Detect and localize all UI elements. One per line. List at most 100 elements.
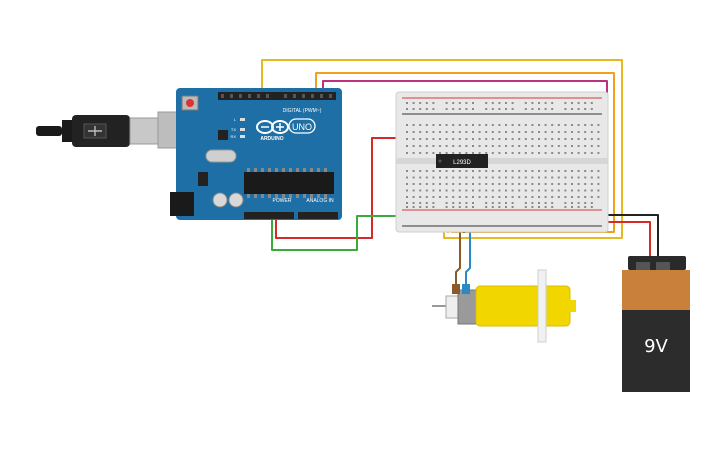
breadboard[interactable] bbox=[395, 91, 609, 233]
capacitor bbox=[228, 192, 244, 208]
breadboard-hole bbox=[485, 124, 488, 126]
breadboard-hole bbox=[544, 138, 547, 140]
breadboard-hole bbox=[571, 131, 573, 133]
breadboard-hole bbox=[465, 108, 468, 110]
breadboard-hole bbox=[511, 176, 514, 179]
breadboard-hole bbox=[505, 138, 507, 140]
breadboard-hole bbox=[571, 124, 573, 126]
breadboard-hole bbox=[577, 176, 580, 179]
breadboard-hole bbox=[425, 145, 428, 147]
breadboard-hole bbox=[472, 196, 474, 198]
breadboard-hole bbox=[531, 176, 534, 179]
breadboard-hole bbox=[531, 138, 534, 140]
breadboard-hole bbox=[590, 176, 593, 179]
dc-gear-motor[interactable] bbox=[432, 269, 576, 343]
breadboard-hole bbox=[505, 196, 507, 198]
breadboard-hole bbox=[425, 152, 428, 154]
breadboard-hole bbox=[584, 196, 587, 198]
breadboard-hole bbox=[432, 176, 435, 179]
breadboard-hole bbox=[584, 152, 587, 154]
wire-green-gnd[interactable] bbox=[271, 215, 404, 251]
breadboard-hole bbox=[590, 152, 593, 154]
breadboard-hole bbox=[505, 202, 507, 204]
breadboard-hole bbox=[485, 108, 488, 110]
digital-header-label: DIGITAL (PWM~) bbox=[283, 108, 322, 114]
breadboard-hole bbox=[531, 124, 534, 126]
breadboard-hole bbox=[406, 131, 408, 133]
breadboard-hole bbox=[538, 183, 540, 185]
breadboard-hole bbox=[511, 124, 514, 126]
breadboard-hole bbox=[538, 152, 540, 154]
breadboard-hole bbox=[498, 138, 501, 140]
arduino-uno-board[interactable]: DIGITAL (PWM~) ARDUINO UNO L TX RX bbox=[170, 88, 342, 220]
wire-battery-red[interactable] bbox=[598, 221, 651, 258]
crystal-oscillator bbox=[205, 149, 237, 163]
breadboard-hole bbox=[564, 176, 567, 179]
breadboard-hole bbox=[505, 189, 507, 192]
breadboard-hole bbox=[544, 108, 547, 110]
breadboard-hole bbox=[412, 170, 415, 172]
breadboard-hole bbox=[511, 170, 514, 172]
breadboard-hole bbox=[472, 102, 474, 104]
breadboard-hole bbox=[491, 131, 494, 133]
breadboard-hole bbox=[577, 206, 580, 208]
breadboard-hole bbox=[577, 145, 580, 147]
breadboard-hole bbox=[531, 102, 534, 104]
breadboard-hole bbox=[419, 131, 422, 133]
breadboard-hole bbox=[465, 196, 468, 198]
breadboard-hole bbox=[432, 102, 435, 104]
breadboard-hole bbox=[524, 176, 527, 179]
breadboard-hole bbox=[564, 170, 567, 172]
breadboard-hole bbox=[584, 170, 587, 172]
breadboard-hole bbox=[432, 206, 435, 208]
breadboard-hole bbox=[465, 176, 468, 179]
breadboard-hole bbox=[491, 176, 494, 179]
battery-9v[interactable]: 9V bbox=[622, 256, 690, 392]
breadboard-hole bbox=[498, 202, 501, 204]
breadboard-hole bbox=[425, 131, 428, 133]
breadboard-hole bbox=[472, 124, 474, 126]
breadboard-hole bbox=[498, 152, 501, 154]
breadboard-hole bbox=[439, 152, 441, 154]
breadboard-hole bbox=[571, 102, 573, 104]
breadboard-hole bbox=[498, 183, 501, 185]
breadboard-hole bbox=[439, 138, 441, 140]
breadboard-hole bbox=[406, 189, 408, 192]
breadboard-hole bbox=[538, 138, 540, 140]
breadboard-hole bbox=[458, 206, 461, 208]
breadboard-hole bbox=[518, 124, 521, 126]
breadboard-hole bbox=[557, 145, 560, 147]
breadboard-hole bbox=[478, 145, 481, 147]
breadboard-hole bbox=[577, 131, 580, 133]
usb-chip bbox=[218, 130, 228, 140]
breadboard-hole bbox=[445, 108, 448, 110]
breadboard-hole bbox=[511, 152, 514, 154]
l293d-chip[interactable]: L293D bbox=[436, 154, 488, 168]
breadboard-hole bbox=[465, 131, 468, 133]
power-jack bbox=[170, 192, 194, 216]
breadboard-hole bbox=[577, 152, 580, 154]
breadboard-hole bbox=[518, 189, 521, 192]
breadboard-hole bbox=[597, 152, 600, 154]
wire-battery-black[interactable] bbox=[598, 214, 659, 258]
breadboard-hole bbox=[432, 152, 435, 154]
breadboard-hole bbox=[498, 176, 501, 179]
breadboard-hole bbox=[491, 145, 494, 147]
breadboard-hole bbox=[524, 196, 527, 198]
breadboard-hole bbox=[472, 170, 474, 172]
breadboard-hole bbox=[491, 189, 494, 192]
breadboard-hole bbox=[419, 206, 422, 208]
breadboard-hole bbox=[597, 170, 600, 172]
breadboard-hole bbox=[432, 189, 435, 192]
breadboard-hole bbox=[425, 202, 428, 204]
breadboard-hole bbox=[478, 131, 481, 133]
breadboard-hole bbox=[597, 183, 600, 185]
breadboard-hole bbox=[590, 102, 593, 104]
breadboard-hole bbox=[425, 108, 428, 110]
breadboard-hole bbox=[505, 183, 507, 185]
breadboard-hole bbox=[590, 189, 593, 192]
breadboard-hole bbox=[412, 176, 415, 179]
breadboard-hole bbox=[531, 145, 534, 147]
breadboard-hole bbox=[419, 152, 422, 154]
breadboard-hole bbox=[498, 124, 501, 126]
